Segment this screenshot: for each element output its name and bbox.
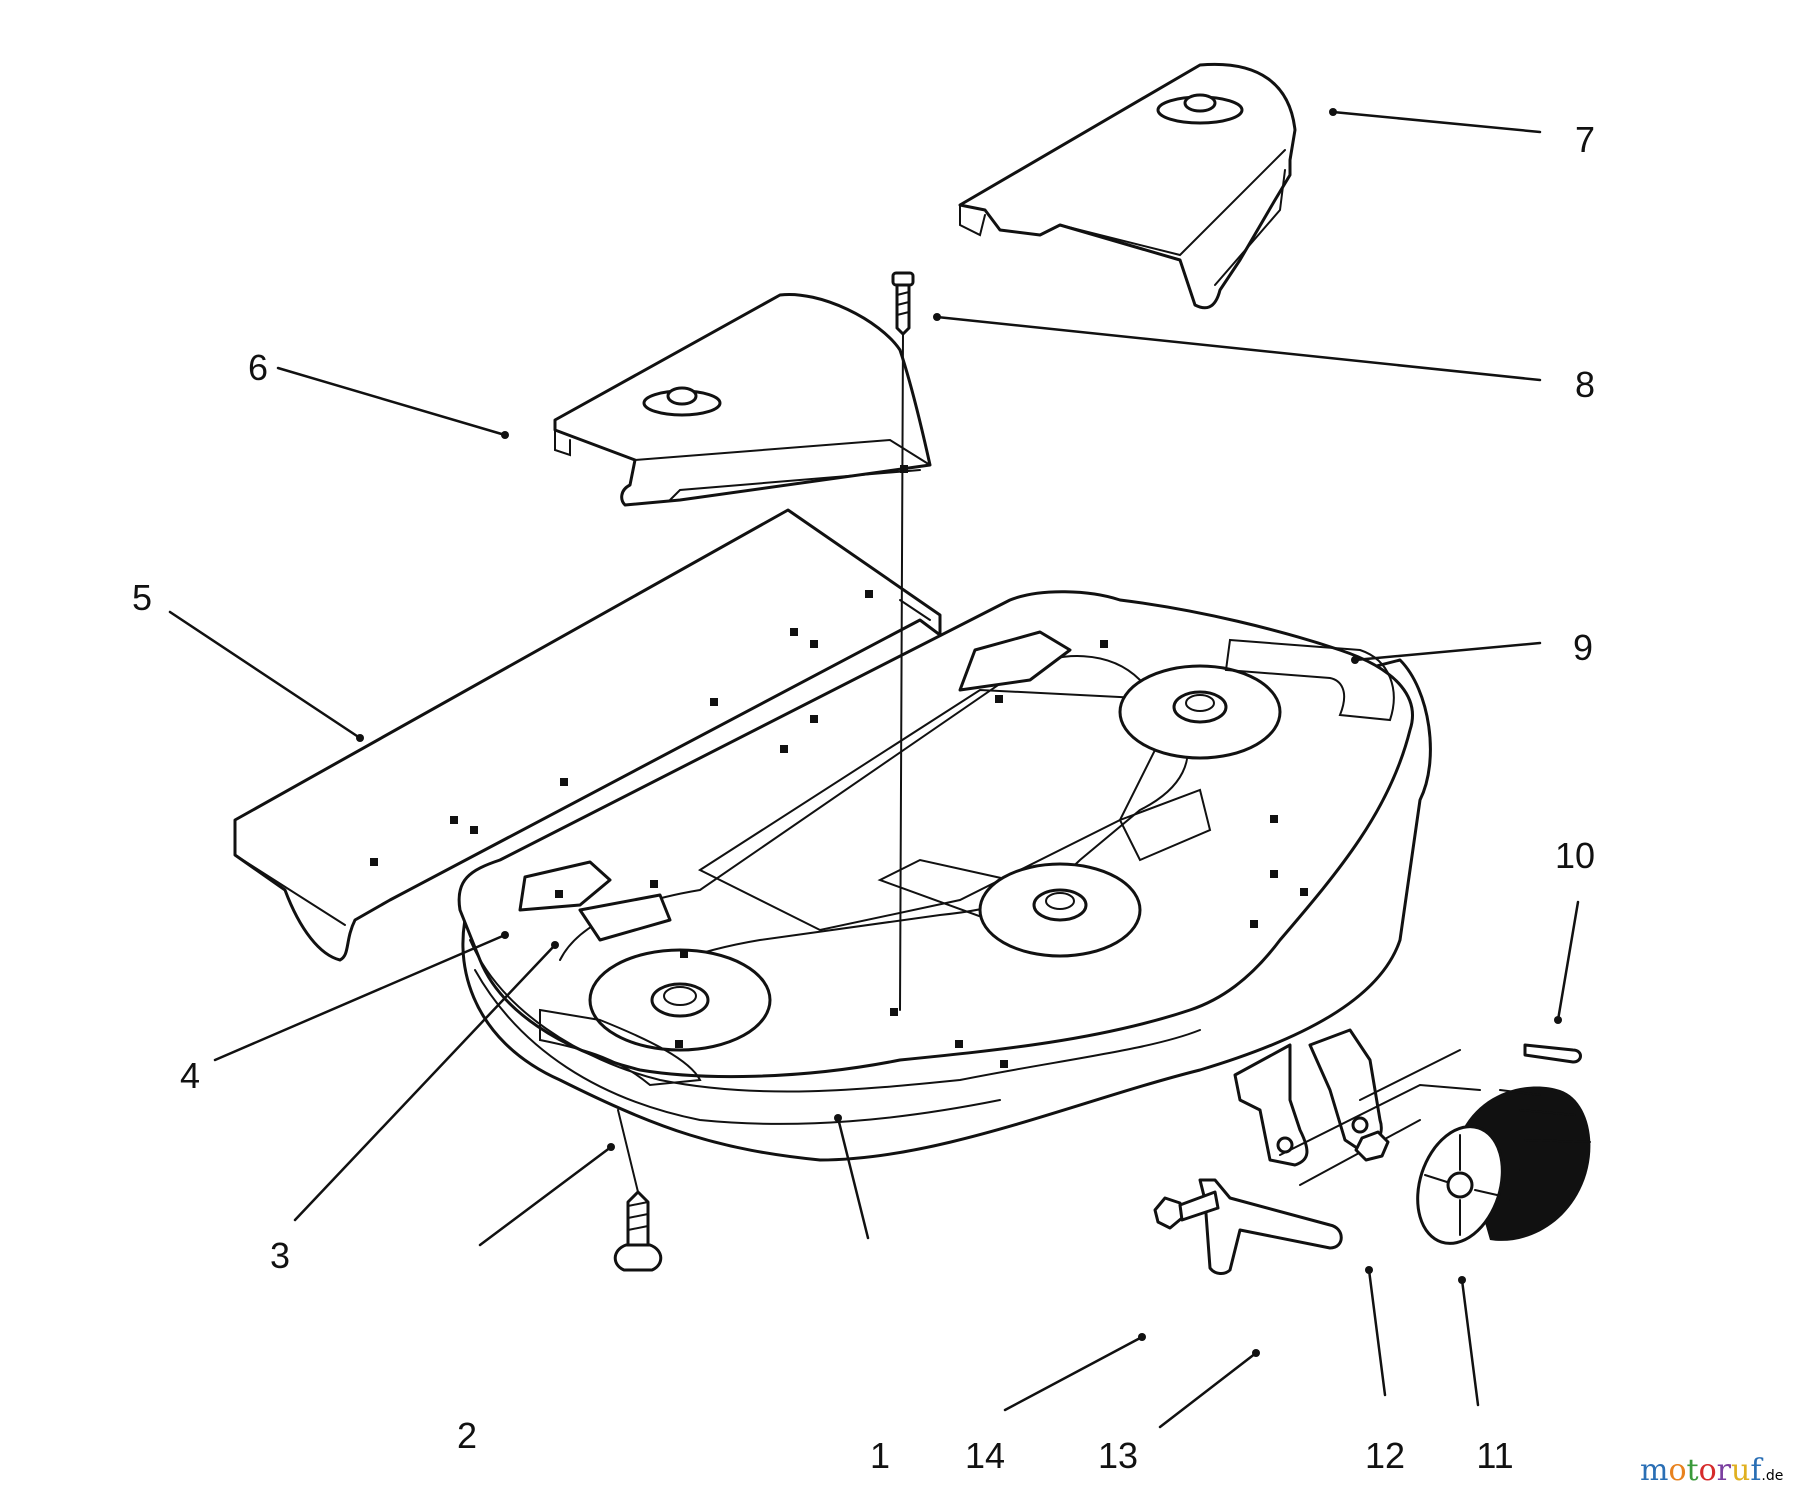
motoruf-watermark: motoruf.de xyxy=(1640,1453,1783,1488)
callout-14: 14 xyxy=(965,1435,1005,1476)
callout-1: 1 xyxy=(870,1435,890,1476)
callout-12: 12 xyxy=(1365,1435,1405,1476)
gauge-wheel-assembly xyxy=(1153,1028,1591,1275)
callout-6: 6 xyxy=(248,347,268,388)
watermark-letter: u xyxy=(1731,1453,1750,1488)
callout-11: 11 xyxy=(1476,1435,1513,1476)
leader-lines xyxy=(168,110,1580,1429)
watermark-logo: motoruf.de xyxy=(1640,1453,1783,1488)
deck-holes xyxy=(555,640,1308,1068)
leader-10 xyxy=(1556,900,1580,1022)
watermark-letter: r xyxy=(1717,1453,1732,1488)
watermark-letter: o xyxy=(1668,1453,1686,1488)
spindle-cover-right xyxy=(958,62,1297,310)
callout-2: 2 xyxy=(457,1415,477,1456)
leader-9 xyxy=(1353,641,1542,662)
leader-1 xyxy=(836,1116,870,1240)
watermark-letter: o xyxy=(1699,1453,1717,1488)
callout-4: 4 xyxy=(180,1055,200,1096)
watermark-letter: m xyxy=(1640,1453,1668,1488)
watermark-letter: t xyxy=(1687,1453,1699,1488)
callout-8: 8 xyxy=(1575,364,1595,405)
bolt-8 xyxy=(891,271,915,1011)
leader-12 xyxy=(1367,1268,1387,1397)
callout-labels: 1 2 3 4 5 6 7 8 9 10 11 12 13 14 xyxy=(132,119,1595,1476)
watermark-letter: f xyxy=(1750,1453,1763,1488)
gauge-wheel xyxy=(1416,1086,1591,1245)
spindle-cover-left xyxy=(553,292,932,507)
leader-14 xyxy=(1003,1335,1144,1412)
leader-6 xyxy=(276,366,507,437)
leader-13 xyxy=(1158,1351,1258,1429)
bolt-2 xyxy=(613,1109,663,1272)
leader-5 xyxy=(168,610,362,740)
callout-7: 7 xyxy=(1575,119,1595,160)
leader-3 xyxy=(293,943,557,1222)
leader-2 xyxy=(478,1145,613,1247)
leader-4 xyxy=(213,933,507,1062)
leader-7 xyxy=(1331,110,1542,134)
callout-13: 13 xyxy=(1098,1435,1138,1476)
leader-11 xyxy=(1460,1278,1480,1407)
callout-9: 9 xyxy=(1573,627,1593,668)
mower-deck-housing xyxy=(457,590,1432,1162)
callout-3: 3 xyxy=(270,1235,290,1276)
belt-shield xyxy=(233,508,942,962)
callout-5: 5 xyxy=(132,577,152,618)
callout-10: 10 xyxy=(1555,835,1595,876)
leader-8 xyxy=(935,315,1542,382)
leader-dots xyxy=(356,108,1562,1357)
shield-holes xyxy=(370,590,873,866)
